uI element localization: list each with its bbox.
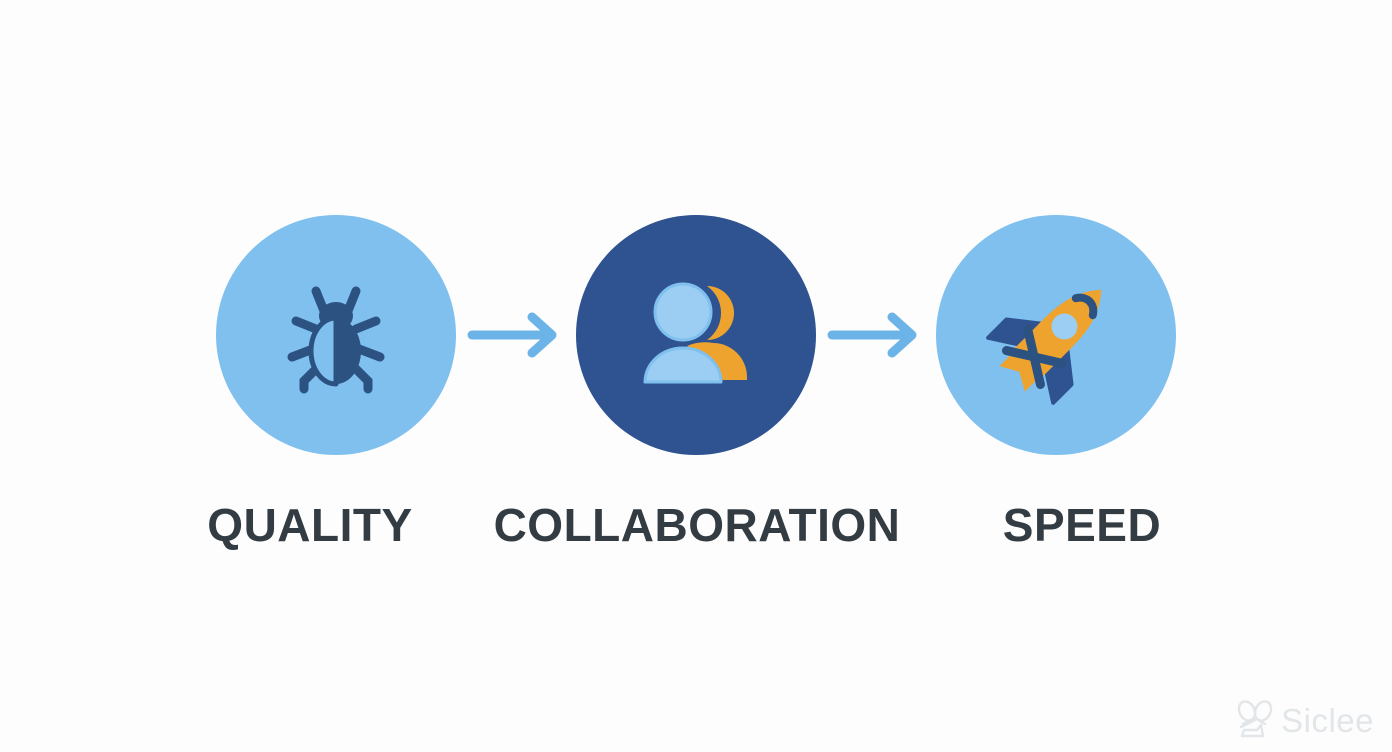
- label-speed: SPEED: [1002, 499, 1162, 551]
- rocket-icon: [986, 289, 1102, 405]
- arrow-right-icon: [467, 312, 557, 358]
- flow-step-quality[interactable]: [216, 215, 456, 455]
- label-collaboration: COLLABORATION: [493, 499, 901, 551]
- label-quality: QUALITY: [207, 499, 413, 551]
- connector-arrow-2: [816, 305, 936, 365]
- collaboration-circle: [576, 215, 816, 455]
- arrow-right-icon: [827, 312, 917, 358]
- bug-icon: [287, 286, 385, 394]
- flow-step-collaboration[interactable]: [576, 215, 816, 455]
- process-flow: [0, 215, 1392, 455]
- connector-arrow-1: [456, 305, 576, 365]
- speed-circle: [936, 215, 1176, 455]
- flow-step-speed[interactable]: [936, 215, 1176, 455]
- watermark-text: Siclee: [1281, 701, 1374, 739]
- quality-circle: [216, 215, 456, 455]
- watermark: Siclee: [1233, 700, 1374, 740]
- step-labels: QUALITY COLLABORATION SPEED: [0, 494, 1392, 556]
- people-group-icon: [643, 282, 747, 384]
- butterfly-logo-icon: [1237, 700, 1273, 738]
